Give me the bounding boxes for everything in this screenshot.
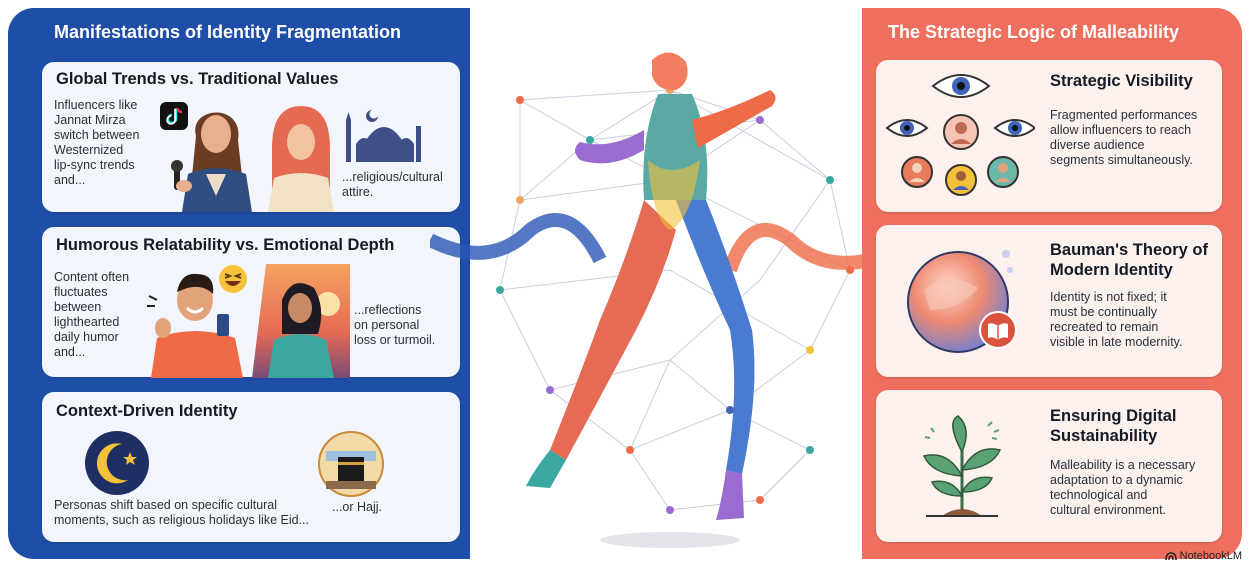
- card-title-context-driven: Context-Driven Identity: [56, 402, 238, 420]
- influencer-westernized-illustration: [171, 112, 252, 212]
- mosque-icon: [346, 110, 421, 162]
- card-text-context-b: ...or Hajj.: [332, 500, 383, 514]
- card-title-digital-sustainability: Ensuring Digital Sustainability: [1050, 407, 1177, 445]
- bubble-book-icon: [907, 250, 1017, 353]
- notebooklm-watermark: NotebookLM: [1164, 550, 1242, 562]
- kaaba-icon: [318, 431, 384, 497]
- right-panel-title: The Strategic Logic of Malleability: [888, 22, 1180, 42]
- card-text-context-a: Personas shift based on specific cultura…: [54, 498, 309, 527]
- card-text-humorous-a: Content often fluctuates between lighthe…: [54, 270, 130, 359]
- card-title-strategic-visibility: Strategic Visibility: [1050, 72, 1193, 90]
- card-text-strategic-visibility: Fragmented performances allow influencer…: [1050, 108, 1198, 167]
- fragmented-figure-network-illustration: [430, 52, 900, 548]
- laughing-man-illustration: [147, 273, 243, 378]
- sprout-icon: [922, 415, 1002, 517]
- card-text-humorous-b: ...reflections on personal loss or turmo…: [354, 303, 436, 347]
- crescent-moon-star-icon: [85, 431, 149, 495]
- tiktok-logo-icon: [160, 102, 188, 130]
- card-title-humorous-relatability: Humorous Relatability vs. Emotional Dept…: [56, 236, 395, 254]
- card-title-global-trends: Global Trends vs. Traditional Values: [56, 70, 339, 88]
- card-text-digital-sustainability: Malleability is a necessary adaptation t…: [1050, 458, 1196, 517]
- card-humorous-relatability: [42, 227, 460, 377]
- watermark-label: NotebookLM: [1179, 550, 1242, 562]
- card-text-global-trends-b: ...religious/cultural attire.: [342, 170, 443, 199]
- eye-icon: [931, 74, 991, 98]
- card-title-bauman-theory: Bauman's Theory of Modern Identity: [1050, 241, 1208, 279]
- card-text-bauman-theory: Identity is not fixed; it must be contin…: [1050, 290, 1183, 349]
- reflective-woman-illustration: [252, 264, 350, 378]
- audience-eyes-icon: [885, 74, 1035, 196]
- laughing-emoji-icon: [219, 265, 247, 293]
- card-text-global-trends-a: Influencers like Jannat Mirza switch bet…: [54, 98, 140, 187]
- notebooklm-logo-icon: [1164, 552, 1177, 561]
- influencer-traditional-illustration: [268, 106, 334, 212]
- left-panel-title: Manifestations of Identity Fragmentation: [54, 22, 402, 42]
